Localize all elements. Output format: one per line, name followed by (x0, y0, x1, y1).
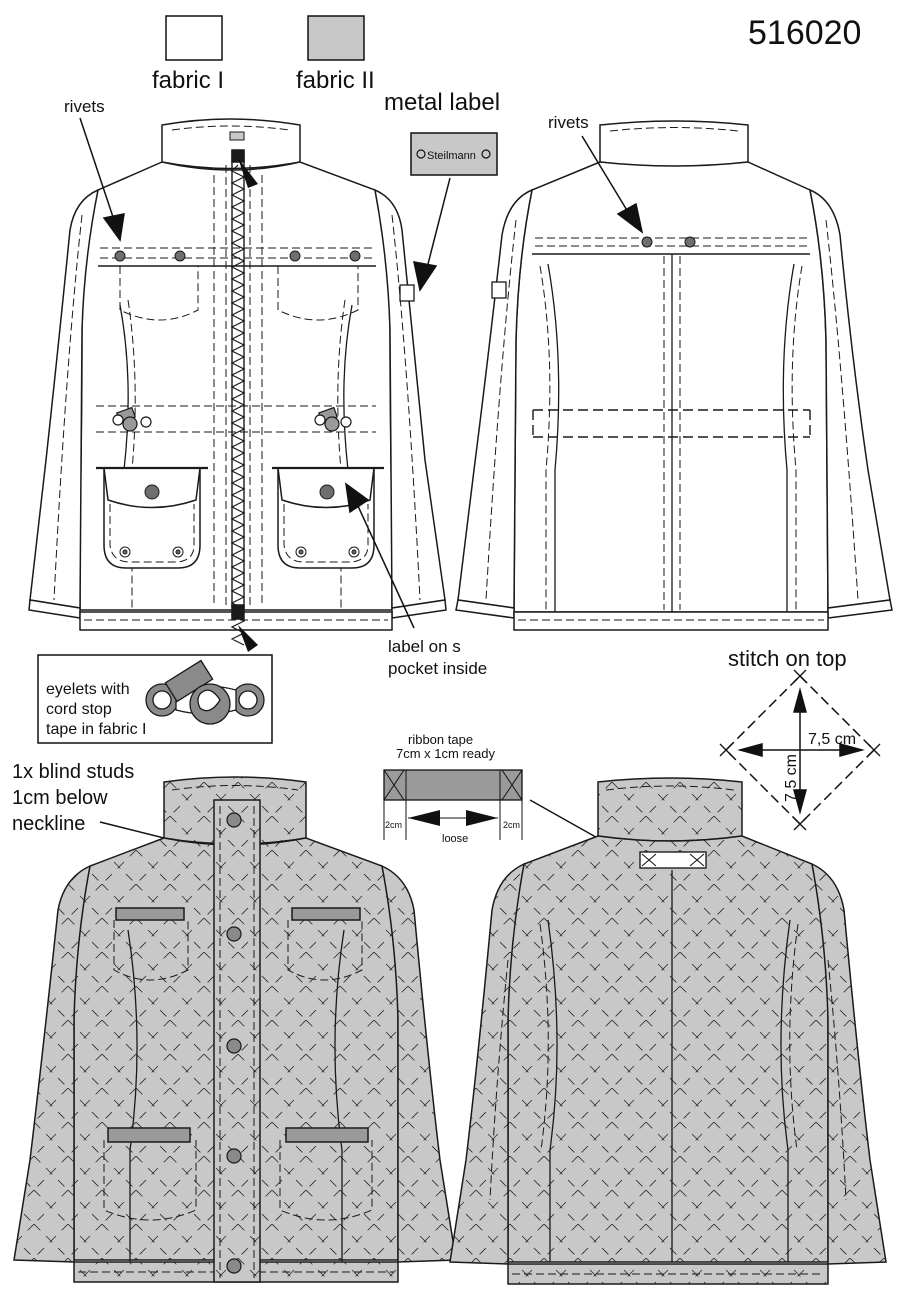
back-body (513, 161, 829, 613)
back-view-fabric-1 (455, 120, 893, 631)
rivets-front-label: rivets (64, 97, 105, 116)
eyelets-line-1: eyelets with (46, 681, 130, 698)
ribbon-left-measure: 2cm (385, 820, 402, 830)
back-view-fabric-2 (449, 777, 887, 1285)
pocket-label-line-1: label on s (388, 637, 461, 656)
blind-studs-line-3: neckline (12, 813, 85, 835)
ribbon-right-measure: 2cm (503, 820, 520, 830)
ribbon-line-2: 7cm x 1cm ready (396, 746, 495, 761)
front-collar (161, 118, 301, 170)
stitch-title: stitch on top (728, 646, 847, 671)
rivets-front-arrow (79, 117, 125, 242)
metal-label-title: metal label (384, 89, 500, 116)
back-right-sleeve (808, 188, 891, 609)
back-left-sleeve (457, 188, 534, 609)
metal-label-badge: Steilmann (410, 132, 498, 176)
stitch-vertical-measure: 7,5 cm (783, 754, 800, 802)
front-cord-stops (112, 406, 352, 432)
rivets-back-label: rivets (548, 113, 589, 132)
back-hanger-tape (639, 851, 707, 869)
pocket-label-arrow (345, 482, 415, 629)
front-view-fabric-1 (28, 118, 447, 646)
blind-studs-line-1: 1x blind studs (12, 761, 134, 783)
fabric-2-swatch (307, 15, 365, 61)
quilt-front-right-sleeve (380, 864, 457, 1263)
style-number: 516020 (748, 14, 861, 52)
zipper-arrows (238, 158, 258, 652)
quilt-back-right-sleeve (811, 862, 887, 1265)
front-left-sleeve (29, 188, 100, 609)
stitch-horizontal-measure: 7,5 cm (808, 731, 856, 748)
zipper-teeth (230, 164, 246, 646)
eyelets-line-2: cord stop (46, 701, 112, 718)
quilt-back-collar (597, 777, 743, 842)
front-rivets (114, 250, 361, 558)
quilt-back-body (507, 835, 829, 1263)
quilt-front-left-sleeve (13, 864, 92, 1263)
eyelets-detail-box: eyelets with cord stop tape in fabric I (37, 654, 273, 744)
rivets-back-arrow (581, 135, 644, 234)
metal-label-arrow (413, 177, 451, 292)
quilt-back-left-sleeve (449, 862, 525, 1265)
ribbon-tape-diagram (383, 769, 523, 840)
fabric-2-label: fabric II (296, 67, 375, 94)
ribbon-loose-label: loose (442, 833, 468, 845)
fabric-1-swatch (165, 15, 223, 61)
front-right-sleeve (374, 188, 446, 609)
fabric-1-label: fabric I (152, 67, 224, 94)
blind-studs-line-2: 1cm below (12, 787, 108, 809)
back-rivets (641, 236, 696, 248)
metal-label-brand: Steilmann (427, 150, 476, 162)
stitch-diagram (719, 669, 881, 831)
front-view-fabric-2 (13, 776, 457, 1283)
eyelets-line-3: tape in fabric I (46, 721, 147, 738)
ribbon-line-1: ribbon tape (408, 732, 473, 747)
legend: fabric I fabric II (152, 15, 375, 94)
quilt-front-studs (226, 812, 242, 1274)
pocket-label-line-2: pocket inside (388, 659, 487, 678)
